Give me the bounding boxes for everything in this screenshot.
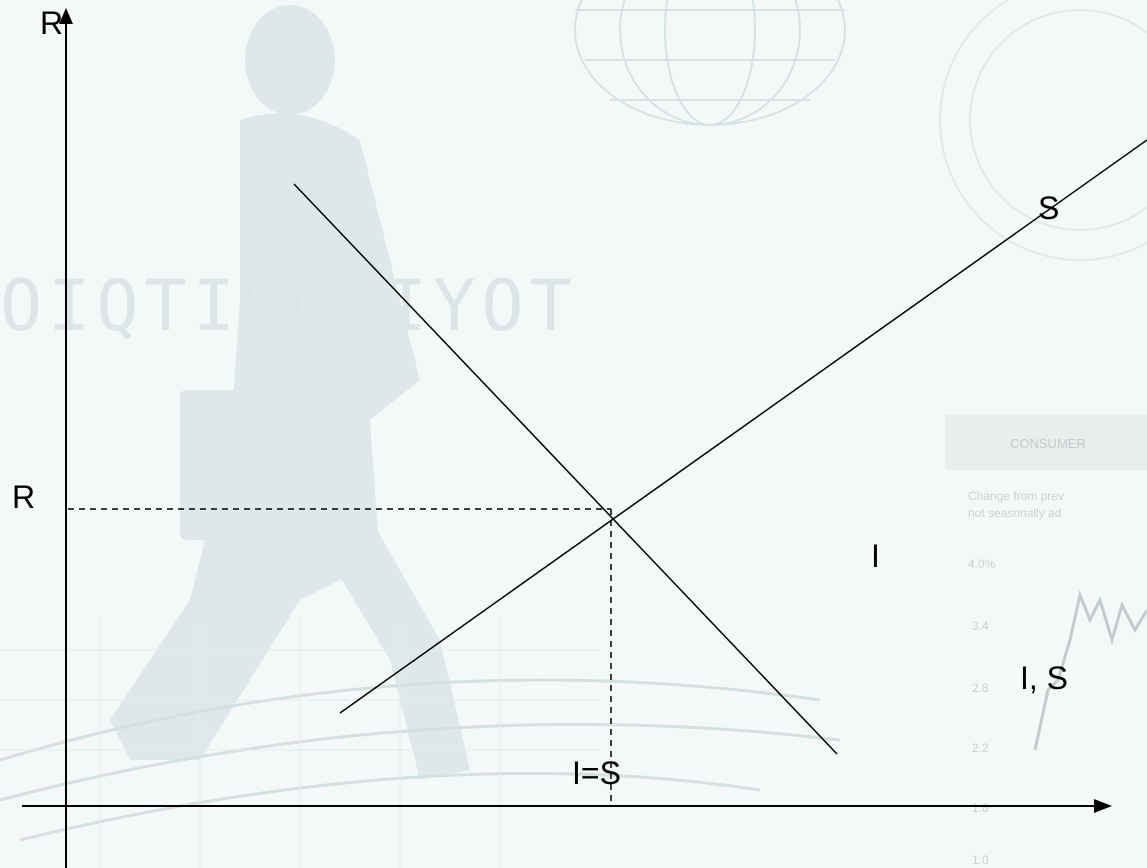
investment-curve — [294, 184, 837, 754]
investment-curve-label: I — [871, 538, 880, 574]
y-axis-label: R — [40, 5, 63, 41]
equilibrium-rate-label: R — [12, 479, 35, 515]
x-axis-arrowhead — [1094, 799, 1112, 813]
x-axis-label: I, S — [1020, 660, 1068, 696]
saving-curve-label: S — [1038, 190, 1059, 226]
equilibrium-quantity-label: I=S — [572, 755, 621, 791]
saving-curve — [340, 140, 1147, 713]
